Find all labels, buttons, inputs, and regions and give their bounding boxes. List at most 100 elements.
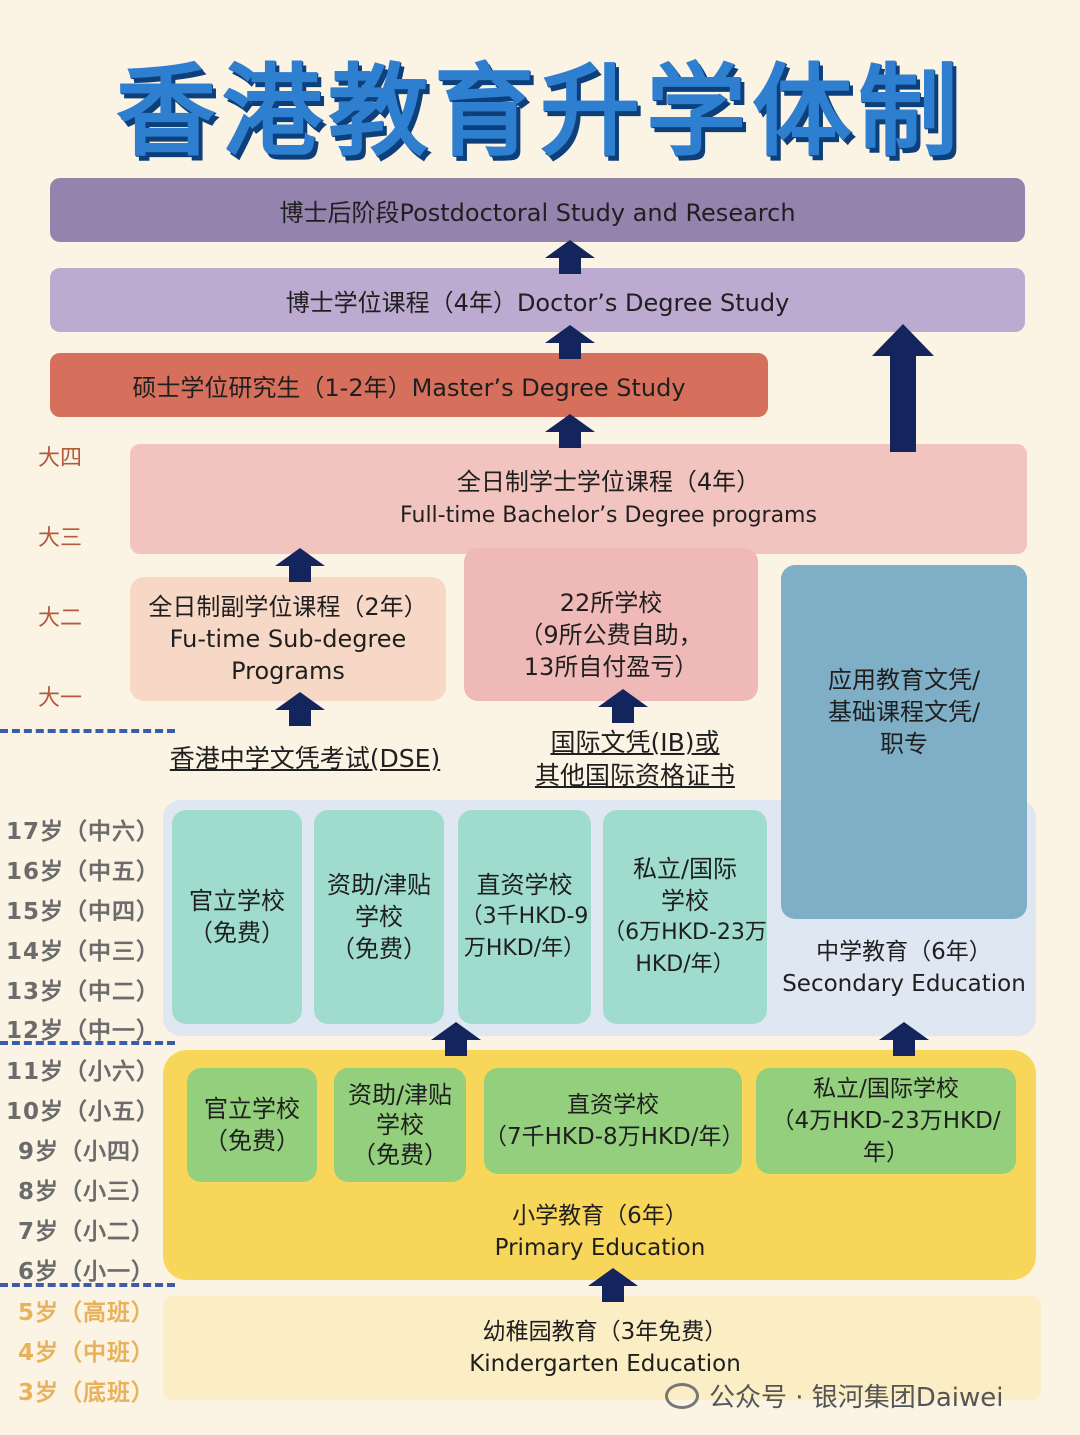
universities-line-3: 13所自付盈亏） <box>523 652 699 681</box>
arrow-up-icon <box>598 689 648 723</box>
year-label-2: 大二 <box>38 606 83 631</box>
primary-aided-school: 资助/津贴 学校 （免费） <box>334 1068 466 1182</box>
ib-exam-label: 国际文凭(IB)或 其他国际资格证书 <box>500 726 770 792</box>
separator-kindergarten <box>0 1283 175 1287</box>
primary-label: 小学教育（6年） Primary Education <box>430 1200 770 1264</box>
age-label: 10岁（小五） <box>6 1099 161 1125</box>
arrow-up-icon <box>545 325 595 359</box>
sub-degree-line-2: Fu-time Sub-degree <box>169 625 407 653</box>
secondary-label-cn: 中学教育（6年） <box>816 939 992 965</box>
age-label: 17岁（中六） <box>6 819 161 845</box>
vocational-line-3: 职专 <box>880 730 928 758</box>
age-label: 3岁（底班） <box>18 1380 156 1406</box>
age-label: 13岁（中二） <box>6 979 161 1005</box>
school-fee: （免费） <box>352 1141 448 1169</box>
year-label-4: 大四 <box>38 446 83 471</box>
kindergarten-label-cn: 幼稚园教育（3年免费） <box>482 1319 728 1345</box>
primary-label-en: Primary Education <box>494 1235 706 1261</box>
school-type: 官立学校 <box>204 1095 300 1123</box>
age-label: 8岁（小三） <box>18 1179 156 1205</box>
separator-primary <box>0 1041 175 1045</box>
school-fee: （4万HKD-23万HKD/年） <box>771 1108 1001 1166</box>
bachelor-bar: 全日制学士学位课程（4年） Full-time Bachelor’s Degre… <box>130 444 1027 554</box>
primary-government-school: 官立学校 （免费） <box>187 1068 317 1182</box>
school-fee-1: （3千HKD-9 <box>460 904 589 929</box>
doctor-bar: 博士学位课程（4年）Doctor’s Degree Study <box>50 268 1025 332</box>
school-type: 直资学校 <box>567 1092 659 1118</box>
sub-degree-line-3: Programs <box>231 657 345 685</box>
school-fee: （免费） <box>189 919 285 947</box>
arrow-up-icon <box>545 240 595 274</box>
tall-arrow-up-icon <box>872 324 934 452</box>
school-type-2: 学校 <box>355 903 403 931</box>
dse-exam-text: 香港中学文凭考试(DSE) <box>169 744 441 773</box>
vocational-box: 应用教育文凭/ 基础课程文凭/ 职专 <box>781 565 1027 919</box>
postdoc-label: 博士后阶段Postdoctoral Study and Research <box>279 198 796 227</box>
ib-exam-line-2: 其他国际资格证书 <box>534 761 735 790</box>
watermark-text: 公众号 · 银河集团Daiwei <box>709 1383 1004 1413</box>
age-label: 16岁（中五） <box>6 859 161 885</box>
sub-degree-box: 全日制副学位课程（2年） Fu-time Sub-degree Programs <box>130 577 446 701</box>
year-label-3: 大三 <box>38 526 83 551</box>
separator-university <box>0 729 175 733</box>
school-type: 资助/津贴 <box>326 871 432 899</box>
school-type: 直资学校 <box>476 871 573 899</box>
master-label: 硕士学位研究生（1-2年）Master’s Degree Study <box>132 373 686 402</box>
school-fee: （免费） <box>331 935 427 963</box>
school-fee: （免费） <box>204 1127 300 1155</box>
kindergarten-label-en: Kindergarten Education <box>469 1351 741 1377</box>
school-type: 官立学校 <box>189 887 285 915</box>
kindergarten-section <box>163 1296 1041 1400</box>
primary-dss-school: 直资学校 （7千HKD-8万HKD/年） <box>484 1068 745 1174</box>
primary-private-school: 私立/国际学校 （4万HKD-23万HKD/年） <box>756 1068 1016 1174</box>
primary-label-cn: 小学教育（6年） <box>512 1203 688 1229</box>
age-label: 4岁（中班） <box>18 1340 156 1366</box>
year-label-1: 大一 <box>38 686 83 711</box>
school-fee-2: HKD/年） <box>635 952 735 977</box>
dse-exam-label: 香港中学文凭考试(DSE) <box>150 742 460 775</box>
sub-degree-line-1: 全日制副学位课程（2年） <box>148 593 428 621</box>
school-type: 私立/国际学校 <box>813 1076 959 1102</box>
secondary-dss-school: 直资学校 （3千HKD-9 万HKD/年） <box>458 810 591 1024</box>
school-type: 资助/津贴 <box>347 1081 453 1109</box>
secondary-government-school: 官立学校 （免费） <box>172 810 302 1024</box>
secondary-aided-school: 资助/津贴 学校 （免费） <box>314 810 444 1024</box>
secondary-label: 中学教育（6年） Secondary Education <box>781 936 1027 1000</box>
vocational-line-2: 基础课程文凭/ <box>827 698 981 726</box>
universities-line-2: （9所公费自助， <box>519 620 703 649</box>
arrow-up-icon <box>275 692 325 726</box>
age-label: 9岁（小四） <box>18 1139 156 1165</box>
universities-box: 22所学校 （9所公费自助， 13所自付盈亏） <box>464 548 758 701</box>
arrow-up-icon <box>431 1022 481 1056</box>
secondary-private-school: 私立/国际 学校 （6万HKD-23万 HKD/年） <box>603 810 767 1024</box>
watermark: 公众号 · 银河集团Daiwei <box>665 1377 1003 1414</box>
kindergarten-label: 幼稚园教育（3年免费） Kindergarten Education <box>420 1316 790 1380</box>
arrow-up-icon <box>588 1268 638 1302</box>
school-type-2: 学校 <box>376 1111 424 1139</box>
arrow-up-icon <box>545 414 595 448</box>
postdoc-bar: 博士后阶段Postdoctoral Study and Research <box>50 178 1025 242</box>
vocational-line-1: 应用教育文凭/ <box>827 666 981 694</box>
doctor-label: 博士学位课程（4年）Doctor’s Degree Study <box>285 288 790 317</box>
age-label: 5岁（高班） <box>18 1300 156 1326</box>
master-bar: 硕士学位研究生（1-2年）Master’s Degree Study <box>50 353 768 417</box>
school-type: 私立/国际 <box>632 855 738 883</box>
ib-exam-line-1: 国际文凭(IB)或 <box>550 728 720 757</box>
arrow-up-icon <box>879 1022 929 1056</box>
age-label: 15岁（中四） <box>6 899 161 925</box>
age-label: 12岁（中一） <box>6 1018 161 1044</box>
page-title: 香港教育升学体制 <box>116 53 964 170</box>
age-label: 7岁（小二） <box>18 1219 156 1245</box>
age-label: 14岁（中三） <box>6 939 161 965</box>
universities-line-1: 22所学校 <box>559 588 663 617</box>
wechat-icon <box>665 1382 699 1409</box>
school-type-2: 学校 <box>661 887 709 915</box>
secondary-label-en: Secondary Education <box>782 971 1026 997</box>
bachelor-label-cn: 全日制学士学位课程（4年） <box>456 468 761 496</box>
school-fee-1: （6万HKD-23万 <box>603 920 767 945</box>
school-fee-2: 万HKD/年） <box>463 936 586 961</box>
arrow-up-icon <box>275 548 325 582</box>
bachelor-label-en: Full-time Bachelor’s Degree programs <box>400 503 817 528</box>
age-label: 11岁（小六） <box>6 1059 161 1085</box>
age-label: 6岁（小一） <box>18 1259 156 1285</box>
